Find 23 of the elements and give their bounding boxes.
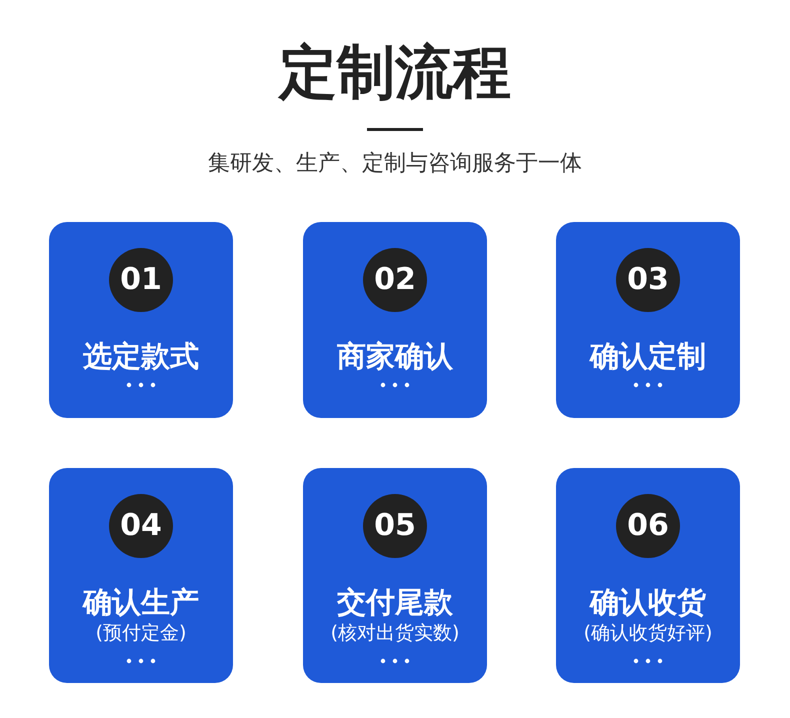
step-title: 确认收货 [588, 584, 707, 620]
step-card [49, 468, 233, 683]
step-number-circle: 05 [363, 494, 427, 558]
step-card [49, 222, 233, 418]
step-card [556, 468, 740, 683]
step-card [556, 222, 740, 418]
step-number-circle: 03 [616, 248, 680, 312]
step-number-circle: 06 [616, 494, 680, 558]
step-note: (预付定金) [94, 621, 188, 646]
step-number-circle: 02 [363, 248, 427, 312]
step-title: 交付尾款 [336, 584, 454, 620]
step-title: 确认定制 [588, 338, 707, 374]
step-number-circle: 04 [109, 494, 173, 558]
page-title: 定制流程 [276, 37, 512, 108]
step-title: 选定款式 [82, 338, 200, 374]
step-number-circle: 01 [109, 248, 173, 312]
step-title: 商家确认 [336, 338, 454, 374]
step-note: (核对出货实数) [330, 621, 460, 646]
step-card [303, 222, 487, 418]
step-card [303, 468, 487, 683]
step-title: 确认生产 [81, 584, 200, 620]
subtitle-text: 集研发、生产、定制与咨询服务于一体 [207, 150, 583, 178]
step-note: (确认收货好评) [582, 621, 714, 646]
